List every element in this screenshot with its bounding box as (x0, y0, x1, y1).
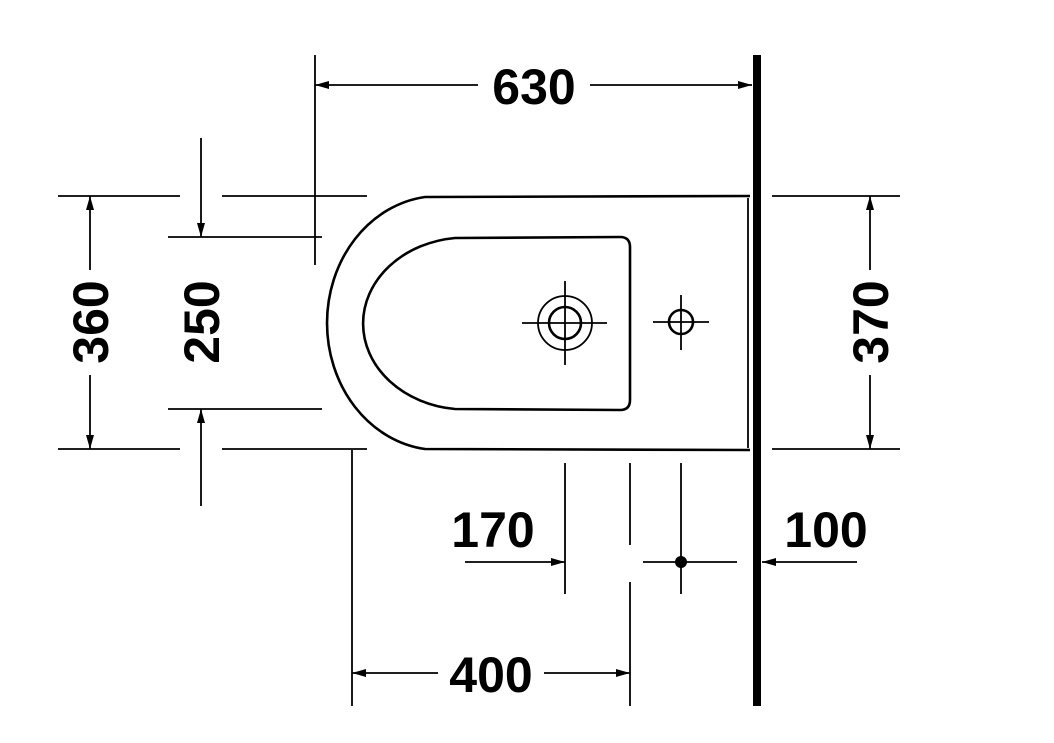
dimension-label: 400 (449, 647, 532, 703)
dimension-label: 630 (492, 59, 575, 115)
bowl-inner-outline (361, 235, 632, 412)
dimension-label: 370 (843, 280, 899, 363)
dimension-label: 100 (784, 502, 867, 558)
dimension-label: 170 (451, 502, 534, 558)
dimension-250: 250 (168, 138, 322, 506)
dimension-400: 400 (351, 450, 630, 706)
fixing-point-marker (643, 463, 737, 594)
dimension-370: 370 (772, 195, 900, 450)
tap-hole-icon (522, 281, 607, 365)
dimension-630: 630 (314, 55, 752, 265)
dimension-label: 360 (63, 280, 119, 363)
dimension-170: 170 (451, 463, 566, 594)
dimension-100: 100 (762, 502, 868, 566)
dimension-label: 250 (174, 280, 230, 363)
dimension-360: 360 (58, 195, 367, 450)
fixing-hole-icon (653, 295, 709, 350)
bowl-outer-outline (325, 194, 751, 452)
